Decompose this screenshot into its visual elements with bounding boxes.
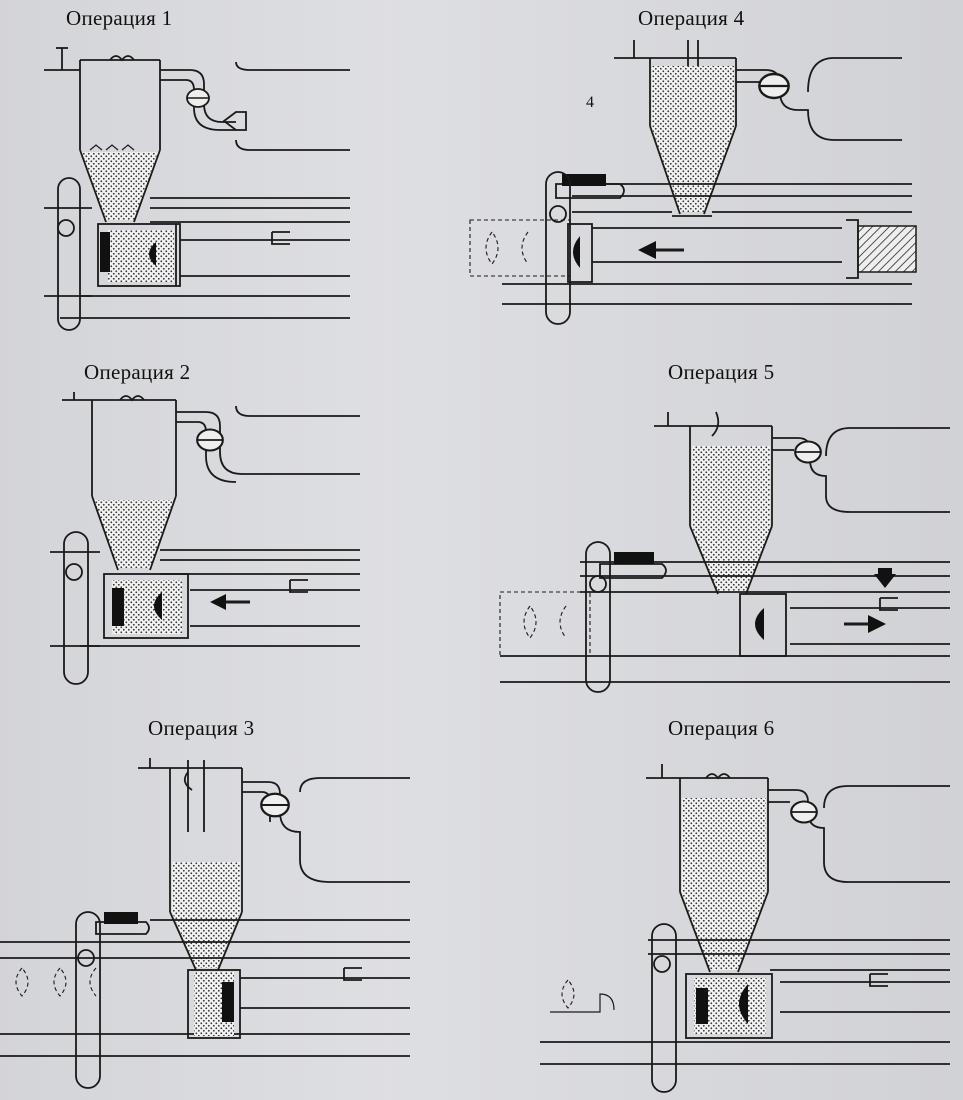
clamp-lever bbox=[585, 541, 611, 693]
air-supply-line bbox=[242, 777, 410, 883]
mould-cavity bbox=[103, 573, 189, 639]
operation-4-title: Операция 4 bbox=[638, 6, 745, 30]
operation-1-panel: Операция 1 bbox=[0, 0, 420, 340]
operation-3-title: Операция 3 bbox=[148, 716, 255, 740]
clamp-lever bbox=[44, 177, 92, 331]
press-rails bbox=[80, 549, 360, 647]
clamp-lever bbox=[651, 923, 677, 1093]
air-supply-line bbox=[736, 57, 902, 141]
operation-5-title: Операция 5 bbox=[668, 360, 775, 384]
clamp-lever bbox=[75, 911, 101, 1089]
air-supply-line bbox=[772, 427, 950, 513]
operation-4-panel: Операция 4 4 bbox=[462, 0, 963, 340]
piston-head bbox=[567, 223, 593, 283]
operation-2-panel: Операция 2 bbox=[0, 356, 420, 696]
air-supply-line bbox=[160, 61, 350, 151]
operation-2-drawing bbox=[50, 392, 360, 685]
press-rails bbox=[540, 939, 950, 1065]
operation-5-drawing bbox=[499, 411, 950, 693]
operation-4-drawing bbox=[469, 40, 917, 325]
operation-6-panel: Операция 6 bbox=[540, 712, 963, 1100]
operation-6-title: Операция 6 bbox=[668, 716, 775, 740]
operation-2-title: Операция 2 bbox=[84, 360, 191, 384]
push-arrow-right bbox=[844, 615, 886, 633]
operation-1-title: Операция 1 bbox=[66, 6, 173, 30]
hopper-body bbox=[79, 55, 161, 223]
mould-cavity bbox=[187, 969, 241, 1039]
clamp-lever bbox=[545, 171, 571, 325]
operation-3-panel: Операция 3 bbox=[0, 712, 420, 1100]
push-arrow-left bbox=[210, 594, 250, 610]
hatched-ram bbox=[846, 219, 917, 279]
operation-6-drawing bbox=[540, 764, 950, 1093]
mould-cavity bbox=[739, 593, 787, 657]
ghost-positions bbox=[550, 979, 615, 1013]
clamp-plate bbox=[95, 912, 150, 935]
operation-5-panel: Операция 5 bbox=[499, 356, 963, 696]
down-arrow bbox=[874, 568, 896, 588]
ghost-positions bbox=[0, 957, 100, 997]
clamp-lever bbox=[50, 531, 100, 685]
clamp-plate bbox=[555, 174, 625, 199]
air-supply-line bbox=[176, 405, 360, 483]
top-valve-handle bbox=[44, 47, 80, 71]
mould-cavity bbox=[97, 223, 181, 287]
hopper-body bbox=[646, 764, 769, 973]
push-arrow-left bbox=[638, 241, 684, 259]
ghost-positions bbox=[469, 219, 571, 277]
mould-cavity bbox=[685, 973, 773, 1039]
hopper-body bbox=[62, 392, 177, 571]
operation-3-drawing bbox=[0, 758, 410, 1089]
press-rails bbox=[60, 197, 350, 319]
step-marker: 4 bbox=[586, 94, 595, 111]
hopper-body bbox=[654, 411, 773, 595]
ghost-positions bbox=[499, 591, 591, 657]
operation-1-drawing bbox=[44, 47, 350, 331]
clamp-plate bbox=[599, 552, 667, 579]
air-supply-line bbox=[768, 785, 950, 883]
hopper-body bbox=[614, 40, 737, 217]
hopper-body bbox=[138, 758, 243, 971]
